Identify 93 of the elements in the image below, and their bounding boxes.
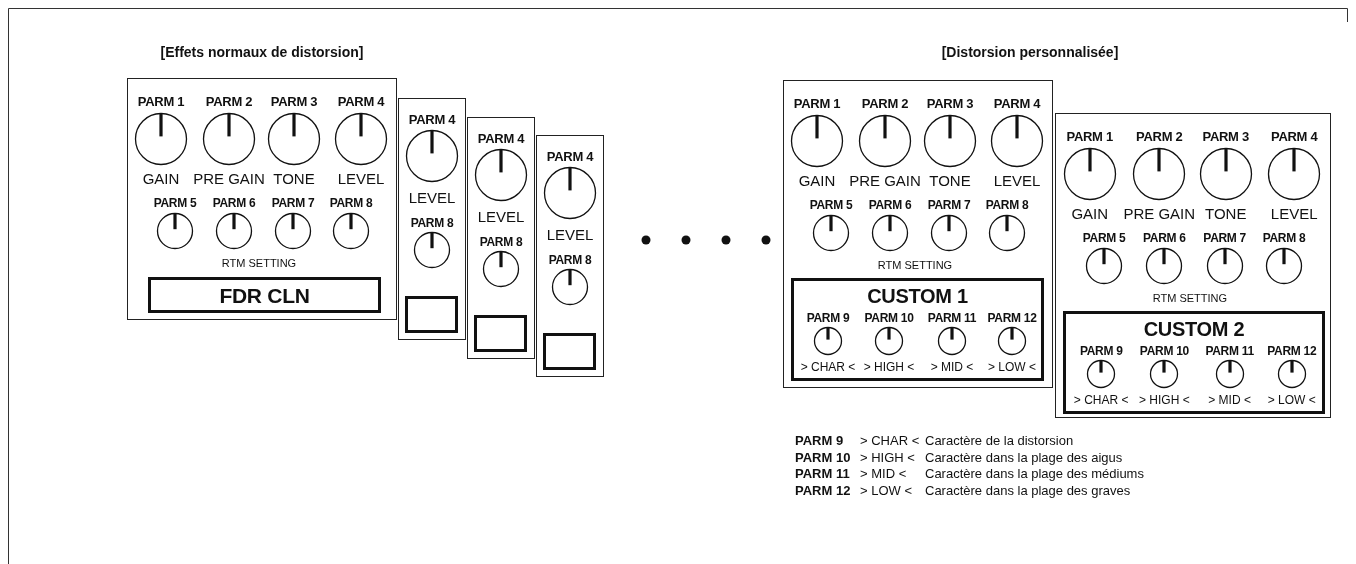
effect-panel [536,135,604,377]
parameter-label: PARM 12 [987,312,1037,324]
knob-label: LEVEL [546,226,594,242]
parameter-label: PARM 2 [205,94,253,108]
parameter-label: PARM 3 [1202,129,1249,143]
knob-label: > HIGH < [863,361,915,373]
section-label: RTM SETTING [221,257,297,269]
name-display-box [543,333,596,370]
knob-label: GAIN [1071,205,1109,221]
knob-label: > HIGH < [1139,394,1190,406]
custom-section-box [791,278,1044,381]
parameter-label: PARM 10 [1139,345,1189,357]
name-display-box [474,315,527,352]
parameter-label: PARM 4 [546,149,594,163]
parameter-label: PARM 9 [806,312,850,324]
effect-panel [398,98,466,340]
knob-label: > MID < [930,361,974,373]
parameter-label: PARM 5 [153,197,197,209]
parameter-label: PARM 11 [927,312,977,324]
knob-label: TONE [929,172,971,188]
parameter-label: PARM 10 [864,312,914,324]
parameter-label: PARM 5 [809,199,853,211]
parameter-label: PARM 5 [1082,232,1126,244]
parameter-label: PARM 7 [1203,232,1246,244]
parameter-label: PARM 8 [410,217,454,229]
parameter-label: PARM 8 [548,254,592,266]
parameter-label: PARM 4 [337,94,385,108]
parameter-label: PARM 6 [868,199,912,211]
parameter-label: PARM 6 [212,197,256,209]
name-display-box [405,296,458,333]
display-text: FDR CLN [219,284,310,306]
knob-label: LEVEL [993,172,1041,188]
parameter-description: Caractère dans la plage des médiums [925,467,1144,481]
parameter-label: PARM 8 [1262,232,1306,244]
parameter-label: PARM 2 [861,96,909,110]
parameter-label: PARM 4 [408,112,456,126]
effect-panel [1055,113,1331,418]
knob-label: LEVEL [337,170,385,186]
knob-label: LEVEL [477,208,525,224]
section-heading: [Distorsion personnalisée] [941,45,1119,59]
parameter-code: > MID < [860,467,907,481]
knob-label: PRE GAIN [1123,205,1196,221]
parameter-name: PARM 12 [795,484,851,498]
parameter-label: PARM 1 [1066,129,1113,143]
parameter-label: PARM 1 [793,96,841,110]
name-display-box [148,277,381,313]
parameter-name: PARM 11 [795,467,850,481]
knob-label: PRE GAIN [193,170,265,186]
knob-label: GAIN [798,172,836,188]
parameter-label: PARM 7 [271,197,315,209]
parameter-label: PARM 12 [1267,345,1317,357]
parameter-code: > HIGH < [860,450,915,464]
knob-label: GAIN [142,170,180,186]
knob-label: > MID < [1208,394,1251,406]
parameter-name: PARM 9 [795,434,844,447]
section-heading: [Effets normaux de distorsion] [160,45,364,59]
knob-label: > CHAR < [1073,394,1129,406]
effect-panel [783,80,1053,388]
section-label: RTM SETTING [877,259,953,271]
section-title: CUSTOM 1 [867,286,968,306]
effect-panel [127,78,397,320]
knob-label: TONE [273,170,315,186]
knob-label: > CHAR < [800,361,856,373]
parameter-label: PARM 2 [1136,129,1183,143]
parameter-label: PARM 1 [137,94,185,108]
parameter-label: PARM 11 [1205,345,1254,357]
parameter-label: PARM 6 [1143,232,1186,244]
section-label: RTM SETTING [1152,292,1228,304]
knob-label: TONE [1205,205,1247,221]
custom-section-box [1063,311,1325,414]
parameter-label: PARM 8 [985,199,1029,211]
parameter-label: PARM 3 [270,94,318,108]
effect-panel [467,117,535,359]
parameter-label: PARM 4 [1271,129,1318,143]
parameter-label: PARM 3 [926,96,974,110]
parameter-label: PARM 4 [477,131,525,145]
parameter-code: > CHAR < [860,434,920,447]
knob-label: > LOW < [988,361,1036,373]
parameter-code: > LOW < [860,484,913,498]
parameter-description: Caractère dans la plage des aigus [925,450,1123,464]
knob-label: PRE GAIN [849,172,921,188]
parameter-label: PARM 7 [927,199,971,211]
knob-label: LEVEL [408,189,456,205]
section-title: CUSTOM 2 [1143,319,1245,339]
parameter-description: Caractère dans la plage des graves [925,484,1131,498]
knob-label: > LOW < [1267,394,1316,406]
parameter-label: PARM 8 [329,197,373,209]
parameter-label: PARM 9 [1079,345,1123,357]
parameter-label: PARM 4 [993,96,1041,110]
knob-label: LEVEL [1270,205,1318,221]
parameter-name: PARM 10 [795,450,851,464]
parameter-description: Caractère de la distorsion [925,434,1074,447]
parameter-label: PARM 8 [479,236,523,248]
